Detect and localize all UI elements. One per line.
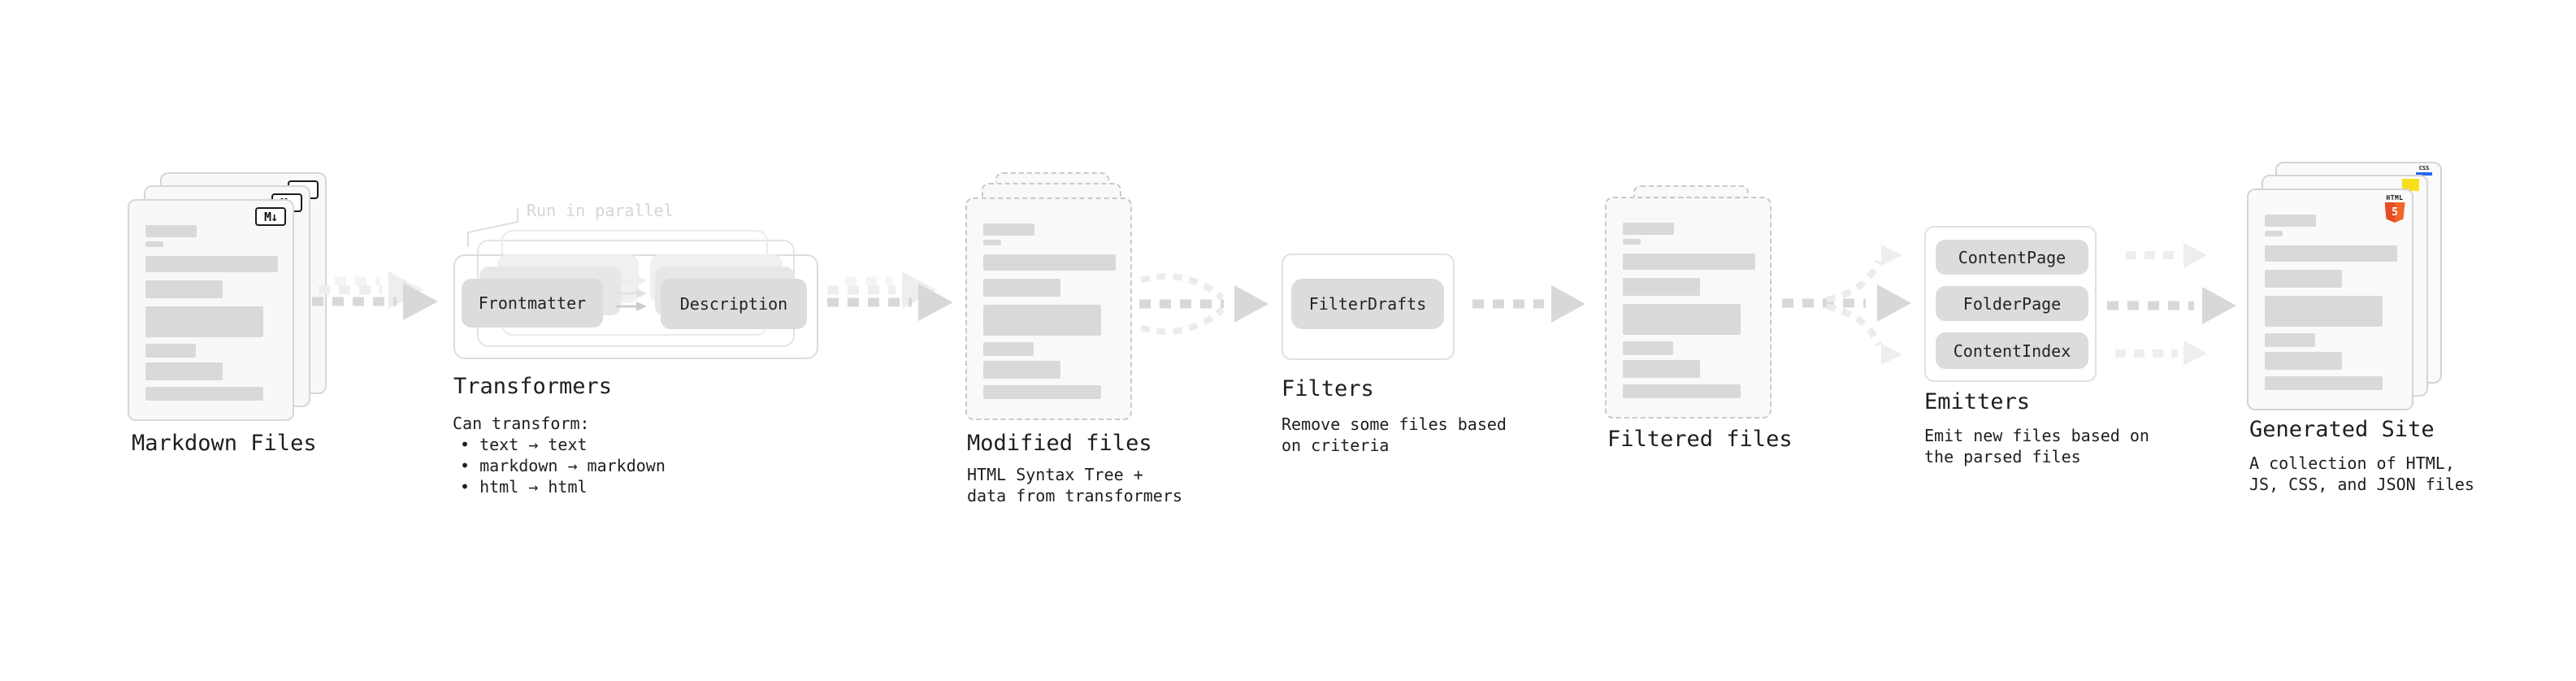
arrowhead-ghost (2184, 243, 2207, 268)
modified-files-title: Modified files (967, 431, 1152, 456)
arrowhead-ghost (902, 271, 937, 309)
skeleton-text-bar (983, 361, 1060, 379)
skeleton-text-bar (983, 305, 1101, 336)
caption-line: A collection of HTML, (2249, 453, 2455, 473)
html5-icon-number: 5 (2392, 206, 2398, 219)
caption-line: HTML Syntax Tree + (967, 465, 1143, 484)
caption-line: on criteria (1281, 436, 1390, 455)
skeleton-text-bar (145, 344, 196, 358)
skeleton-text-bar (145, 256, 278, 272)
run-in-parallel-annotation: Run in parallel (527, 201, 674, 220)
generated-site-caption: A collection of HTML, JS, CSS, and JSON … (2249, 453, 2474, 495)
css-icon-label: CSS (2418, 165, 2430, 171)
html5-icon-shield: 5 (2384, 202, 2405, 223)
skeleton-text-bar (983, 223, 1034, 236)
markdown-icon: M↓ (255, 207, 286, 226)
skeleton-text-bar (1623, 341, 1673, 355)
contentindex-pill: ContentIndex (1936, 332, 2088, 369)
skeleton-text-bar (983, 385, 1101, 399)
generated-site-title: Generated Site (2249, 417, 2435, 442)
filtered-files-title: Filtered files (1607, 427, 1793, 452)
skeleton-text-bar (983, 342, 1034, 356)
arrow-fanout-bottom-curve (1826, 303, 1882, 347)
transformer-card-front (453, 254, 818, 359)
skeleton-text-bar (2265, 245, 2397, 262)
modified-file-card (965, 197, 1132, 420)
skeleton-text-bar (1623, 239, 1641, 245)
skeleton-text-bar (1623, 254, 1755, 270)
arrow-fanout-top-curve (1826, 259, 1882, 303)
html5-icon: HTML 5 (2383, 194, 2406, 223)
arrowhead (1234, 285, 1268, 323)
skeleton-text-bar (145, 362, 223, 380)
arrowhead (2202, 287, 2236, 324)
frontmatter-box: Frontmatter (462, 279, 603, 327)
arrowhead-ghost (388, 271, 423, 309)
transformers-caption-heading: Can transform: (453, 414, 590, 433)
caption-line: Emit new files based on (1924, 426, 2149, 445)
transformers-bullets: • text → text • markdown → markdown • ht… (460, 434, 666, 497)
skeleton-text-bar (2265, 215, 2316, 227)
skeleton-text-bar (145, 387, 263, 401)
emitters-title: Emitters (1924, 389, 2031, 414)
caption-line: the parsed files (1924, 447, 2081, 466)
emitters-caption: Emit new files based on the parsed files (1924, 425, 2149, 467)
css-icon: CSS (2415, 165, 2433, 176)
bullet-item: • markdown → markdown (460, 456, 666, 475)
arrowhead (1551, 285, 1585, 323)
skeleton-text-bar (2265, 376, 2383, 390)
generated-file-card-front: HTML 5 (2247, 189, 2413, 410)
arrowhead (1877, 284, 1911, 322)
skeleton-text-bar (1623, 384, 1741, 398)
filterdrafts-box: FilterDrafts (1291, 279, 1444, 329)
skeleton-text-bar (983, 254, 1116, 271)
folderpage-pill: FolderPage (1936, 286, 2088, 321)
arrow-fanin-bottom-curve (1139, 307, 1225, 336)
skeleton-text-bar (145, 241, 163, 247)
skeleton-text-bar (2265, 352, 2342, 370)
skeleton-text-bar (1623, 278, 1700, 296)
markdown-files-title: Markdown Files (132, 431, 317, 456)
arrowhead-ghost (1881, 344, 1902, 365)
skeleton-text-bar (145, 280, 223, 298)
skeleton-text-bar (983, 240, 1001, 245)
filters-title: Filters (1281, 376, 1374, 401)
skeleton-text-bar (145, 225, 197, 237)
css-icon-bar (2416, 172, 2432, 176)
skeleton-text-bar (1623, 223, 1674, 235)
markdown-file-card-front: M↓ (128, 199, 294, 421)
caption-line: Remove some files based (1281, 414, 1507, 434)
arrowhead-ghost (2184, 340, 2207, 366)
arrowhead-ghost (1881, 245, 1902, 266)
filters-caption: Remove some files based on criteria (1281, 414, 1507, 456)
bullet-item: • text → text (460, 435, 588, 454)
skeleton-text-bar (145, 306, 263, 337)
arrow-fanin-top-curve (1139, 272, 1225, 301)
skeleton-text-bar (2265, 296, 2383, 327)
skeleton-text-bar (2265, 231, 2283, 236)
skeleton-text-bar (2265, 270, 2342, 288)
js-icon (2402, 179, 2419, 191)
caption-line: JS, CSS, and JSON files (2249, 475, 2474, 494)
filtered-file-card (1605, 197, 1772, 419)
bullet-item: • html → html (460, 477, 588, 497)
caption-line: data from transformers (967, 486, 1182, 505)
description-box: Description (661, 279, 807, 329)
skeleton-text-bar (1623, 304, 1741, 335)
emitters-panel: ContentPage FolderPage ContentIndex (1924, 226, 2097, 382)
skeleton-text-bar (2265, 333, 2315, 347)
transformers-title: Transformers (453, 374, 613, 399)
contentpage-pill: ContentPage (1936, 240, 2088, 275)
arrowhead (403, 283, 438, 320)
arrowhead (918, 284, 953, 321)
html5-icon-label: HTML (2386, 194, 2404, 202)
skeleton-text-bar (1623, 360, 1700, 378)
skeleton-text-bar (983, 279, 1060, 297)
modified-files-caption: HTML Syntax Tree + data from transformer… (967, 464, 1182, 506)
